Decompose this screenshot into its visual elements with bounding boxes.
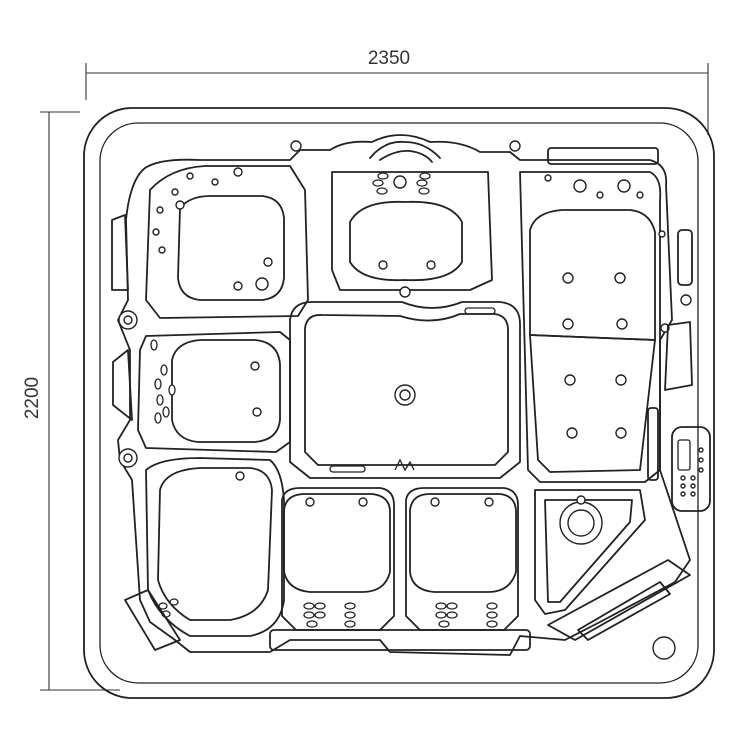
lounger-right [519, 171, 670, 483]
seat-bottom-center-left [281, 487, 395, 631]
top-headrest [290, 140, 521, 163]
bottom-left-skirt [124, 589, 181, 651]
right-side-fittings [547, 147, 693, 391]
left-skirt-panel [111, 214, 129, 291]
drain-fitting [652, 636, 676, 660]
seat-top-left [145, 165, 309, 319]
inner-rim [99, 122, 699, 684]
outer-shell [83, 107, 715, 699]
width-dimension: 2350 [85, 48, 709, 135]
bottom-skirt-step [269, 629, 531, 651]
height-dimension: 2200 [22, 111, 120, 691]
left-side-fittings [112, 310, 138, 468]
width-dimension-label: 2350 [368, 48, 410, 69]
control-panel [647, 407, 711, 512]
seat-left-middle [137, 331, 291, 453]
seat-bottom-center-right [405, 487, 519, 631]
seat-bottom-left [145, 457, 285, 637]
seat-top-center [331, 171, 493, 298]
shell-interior-outline [117, 134, 691, 656]
height-dimension-label: 2200 [22, 377, 43, 419]
step-and-filter [534, 489, 691, 641]
footwell [289, 301, 521, 479]
